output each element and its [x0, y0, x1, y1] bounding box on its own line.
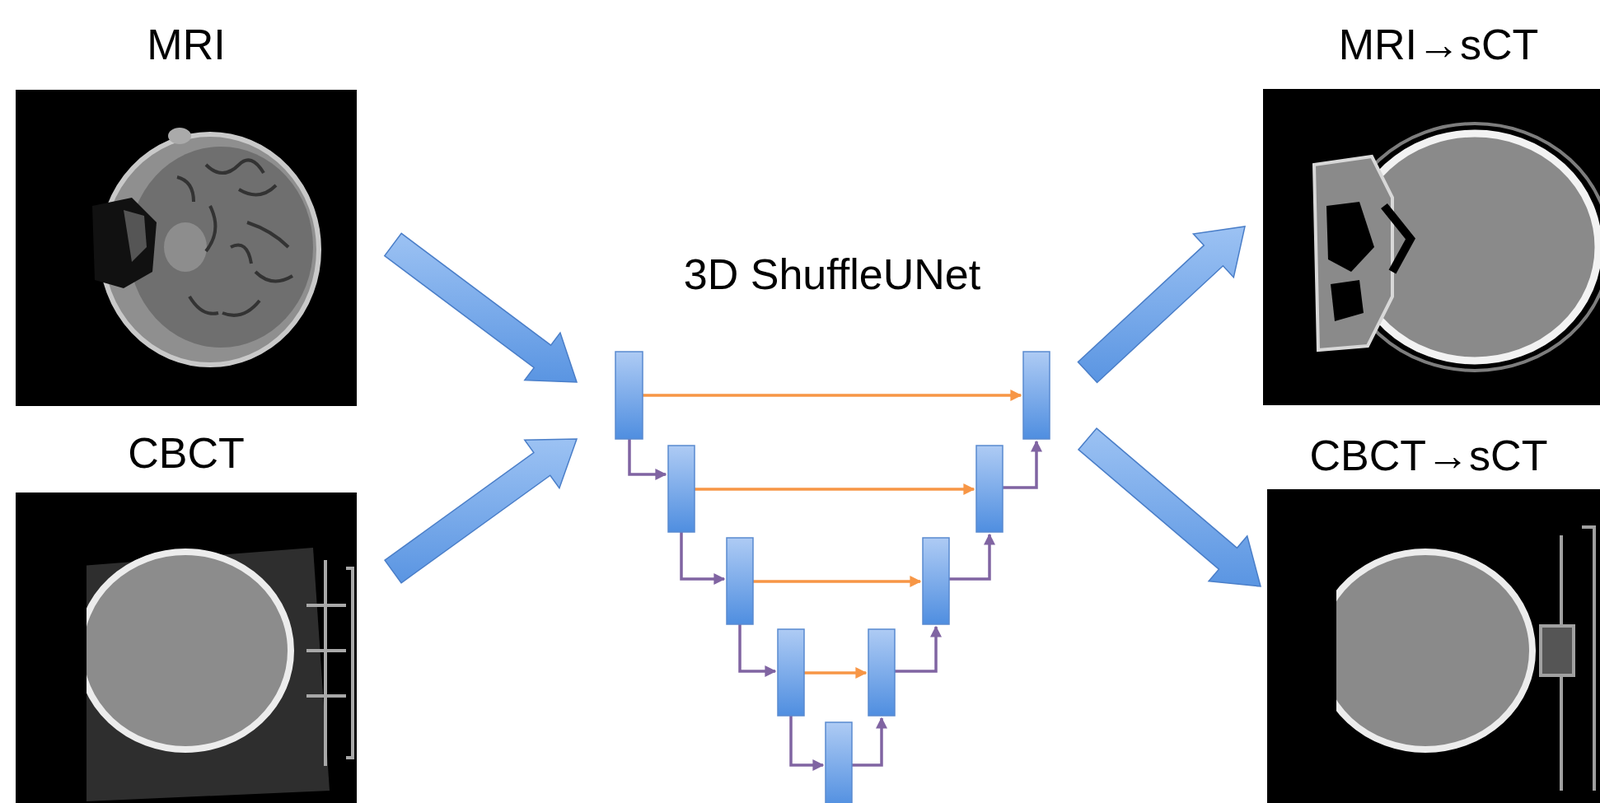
block-arrow — [384, 439, 577, 584]
head-skin — [101, 134, 319, 365]
sulcus — [247, 222, 289, 248]
unet-figure — [615, 351, 1050, 803]
decoder-block — [1023, 351, 1050, 440]
encoder-block — [668, 445, 695, 533]
image-ground — [1267, 489, 1600, 803]
up-arrow — [1002, 441, 1037, 488]
skip-arrow — [753, 580, 921, 584]
sulcus — [205, 205, 216, 252]
head-holder — [306, 560, 353, 767]
ear — [168, 127, 192, 145]
decoder-block — [922, 538, 950, 625]
crop-edge — [1267, 489, 1337, 803]
down-arrow — [629, 439, 666, 475]
sinus — [1326, 201, 1375, 272]
sulcus — [255, 271, 293, 281]
panel-heading: 3D ShuffleUNet — [576, 251, 1088, 299]
scan-field — [49, 547, 330, 803]
sulcus — [230, 245, 252, 265]
block-arrow — [1078, 428, 1261, 587]
sulcus — [177, 177, 194, 202]
panel-heading: MRI — [15, 21, 357, 69]
block-arrow — [1077, 226, 1245, 383]
decoder-block — [976, 445, 1003, 533]
block-arrow — [384, 233, 577, 383]
holder-line — [306, 605, 347, 697]
sulcus — [205, 159, 264, 174]
image-panel: CBCT→sCT — [1260, 432, 1597, 803]
image-ground — [15, 492, 357, 803]
cbct-sct-image — [1267, 489, 1600, 803]
brainstem — [163, 222, 207, 272]
mri-image — [15, 89, 357, 407]
feature-blocks — [615, 351, 1050, 803]
encoder-block — [615, 351, 643, 440]
encoder-block — [777, 629, 805, 716]
brain — [128, 146, 314, 348]
down-arrow — [790, 715, 824, 766]
image-panel: 3D ShuffleUNet — [576, 251, 1088, 803]
sulci — [177, 159, 293, 315]
image-panel: MRI→sCT — [1244, 21, 1596, 406]
face-bones — [1314, 156, 1393, 351]
skip-arrow — [642, 393, 1021, 398]
mri-sct-image — [1263, 88, 1600, 406]
skip-arrow — [804, 671, 866, 675]
skip-connections — [642, 395, 1021, 674]
bottleneck-block — [825, 722, 852, 803]
panel-heading: CBCT→sCT — [1260, 432, 1597, 480]
down-up-connections — [629, 439, 1037, 766]
down-arrow — [681, 532, 725, 580]
sinus — [1330, 280, 1364, 322]
cbct-image — [15, 492, 357, 803]
panel-heading: MRI→sCT — [1281, 21, 1596, 69]
down-arrow — [739, 624, 776, 672]
holder-line — [1581, 527, 1595, 791]
decoder-block — [868, 629, 895, 716]
sinus — [1384, 205, 1411, 272]
image-ground — [15, 89, 357, 407]
image-ground — [1263, 88, 1600, 406]
encoder-block — [726, 538, 754, 625]
panel-heading: CBCT — [15, 430, 357, 478]
crop-edge — [15, 492, 87, 803]
face-tissue — [123, 210, 147, 262]
sulcus — [189, 296, 219, 314]
sulcus — [222, 300, 260, 316]
skull — [1318, 552, 1533, 750]
skip-arrow — [694, 487, 974, 492]
up-arrow — [894, 626, 936, 672]
up-arrow — [851, 718, 882, 766]
sulcus — [238, 185, 277, 195]
holder-line — [323, 560, 328, 767]
holder-block — [1540, 626, 1574, 676]
skull — [79, 552, 291, 750]
image-panel: CBCT — [15, 430, 393, 803]
head-holder — [1540, 527, 1595, 791]
image-panel: MRI — [15, 21, 393, 407]
holder-line — [346, 568, 353, 758]
up-arrow — [949, 534, 990, 580]
sinus — [92, 197, 157, 289]
